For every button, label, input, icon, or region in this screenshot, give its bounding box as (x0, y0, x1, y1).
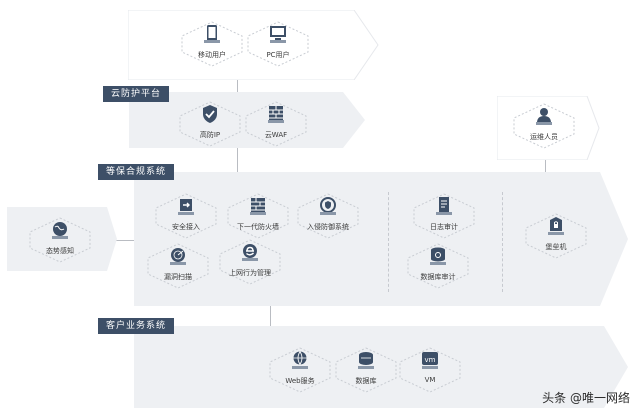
section-title-compliance: 等保合规系统 (98, 164, 175, 180)
node-label: 移动用户 (198, 51, 226, 59)
node-hex (247, 21, 309, 67)
node-ops-staff[interactable]: 运维人员 (512, 100, 576, 152)
node-label: 安全接入 (172, 223, 200, 231)
compliance-divider-2 (502, 192, 503, 292)
node-label: VM (424, 376, 436, 384)
svg-text:vm: vm (425, 356, 436, 364)
node-label: 数据库 (355, 377, 377, 385)
vm-icon: vm (422, 352, 438, 369)
node-hex (155, 193, 217, 239)
document-icon (436, 197, 452, 215)
node-anti-ddos-ip[interactable]: 高防IP (178, 98, 242, 150)
node-hex (407, 243, 469, 289)
node-label: 运维人员 (530, 133, 558, 141)
database-search-icon (430, 247, 446, 265)
connector-cloud-to-compliance (237, 146, 238, 172)
connector-compliance-to-business (270, 306, 271, 328)
connector-situational-to-compliance (116, 240, 134, 241)
node-hex (179, 101, 241, 147)
node-label: 堡垒机 (545, 243, 567, 251)
node-hex (269, 347, 331, 393)
node-ngfw[interactable]: 下一代防火墙 (226, 190, 290, 242)
node-hex (219, 239, 281, 285)
node-hex (227, 193, 289, 239)
node-hex (513, 103, 575, 149)
node-label: 云WAF (264, 131, 288, 139)
node-hex (245, 101, 307, 147)
node-bastion[interactable]: 堡垒机 (524, 210, 588, 262)
node-hex (335, 347, 397, 393)
node-pc-user[interactable]: PC用户 (246, 18, 310, 70)
section-title-business: 客户业务系统 (98, 318, 175, 334)
node-web-service[interactable]: Web服务 (268, 344, 332, 396)
node-hex (181, 21, 243, 67)
node-hex (29, 217, 91, 263)
connector-ops-to-compliance (545, 158, 546, 172)
connector-user-to-cloud (237, 78, 238, 92)
node-hex (413, 193, 475, 239)
shield-check-icon (203, 105, 217, 123)
bastion-lock-icon (548, 217, 564, 235)
node-secure-access[interactable]: 安全接入 (154, 190, 218, 242)
node-hex (297, 193, 359, 239)
radar-icon (170, 248, 186, 265)
compliance-divider-1 (388, 192, 389, 292)
node-label: 日志审计 (430, 223, 458, 231)
internet-explorer-icon (242, 244, 258, 261)
mobile-phone-icon (204, 25, 220, 43)
node-vuln-scan[interactable]: 漏洞扫描 (146, 240, 210, 292)
cloud-panel-shape (129, 92, 365, 148)
node-label: 下一代防火墙 (237, 223, 279, 231)
node-hex (147, 243, 209, 289)
watermark-text: 头条 @唯一网络 (542, 391, 630, 405)
node-web-behavior[interactable]: 上网行为管理 (218, 236, 282, 288)
server-globe-icon (292, 351, 308, 369)
node-label: PC用户 (266, 51, 290, 59)
ops-panel (497, 96, 601, 160)
users-panel (128, 10, 390, 80)
node-mobile-user[interactable]: 移动用户 (180, 18, 244, 70)
node-label: Web服务 (285, 377, 315, 385)
node-label: 数据库审计 (420, 273, 456, 281)
node-log-audit[interactable]: 日志审计 (412, 190, 476, 242)
waf-wall-icon (268, 106, 284, 123)
node-label: 入侵防御系统 (307, 223, 349, 231)
node-db-audit[interactable]: 数据库审计 (406, 240, 470, 292)
node-database[interactable]: 数据库 (334, 344, 398, 396)
business-panel (134, 326, 630, 408)
node-label: 上网行为管理 (229, 269, 271, 277)
firewall-brick-icon (250, 198, 266, 215)
shield-ring-icon (320, 197, 336, 215)
pc-monitor-icon (270, 26, 286, 43)
node-label: 态势感知 (46, 247, 74, 255)
node-cloud-waf[interactable]: 云WAF (244, 98, 308, 150)
section-title-cloud: 云防护平台 (103, 86, 170, 102)
users-panel-shape (128, 10, 379, 80)
node-label: 高防IP (199, 131, 221, 139)
node-hex (525, 213, 587, 259)
globe-icon (52, 222, 68, 239)
login-icon (178, 199, 194, 215)
node-situational[interactable]: 态势感知 (28, 214, 92, 266)
node-vm[interactable]: vm VM (398, 344, 462, 396)
business-panel-shape (134, 326, 628, 408)
node-hex (399, 347, 461, 393)
node-ids[interactable]: 入侵防御系统 (296, 190, 360, 242)
node-label: 漏洞扫描 (164, 273, 192, 281)
ops-panel-shape (497, 96, 600, 160)
db-disk-icon (358, 352, 374, 369)
person-icon (536, 108, 552, 125)
cloud-panel (103, 92, 373, 148)
